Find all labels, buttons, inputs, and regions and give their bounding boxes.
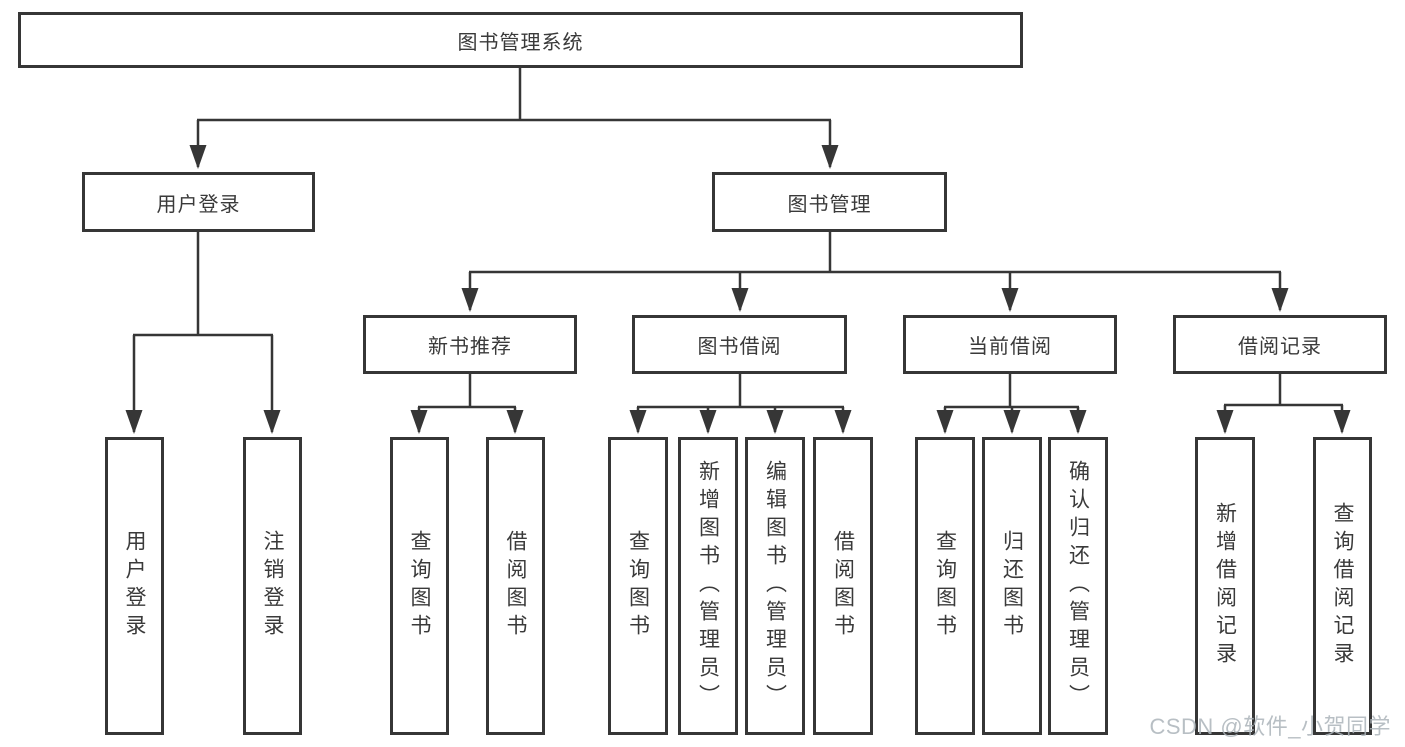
leaf-add-books-admin-label: 新增图书（管理员）	[696, 460, 720, 712]
node-current-borrow: 当前借阅	[903, 315, 1117, 374]
leaf-add-books-admin: 新增图书（管理员）	[678, 437, 738, 735]
leaf-logout-label: 注销登录	[261, 530, 284, 642]
connector-book-mgmt-to-sections	[461, 232, 1289, 312]
leaf-add-borrow-record-label: 新增借阅记录	[1213, 502, 1237, 670]
node-book-borrow-label: 图书借阅	[697, 336, 782, 358]
leaf-edit-books-admin: 编辑图书（管理员）	[745, 437, 805, 735]
leaf-logout: 注销登录	[243, 437, 302, 735]
leaf-query-books-recommend-label: 查询图书	[408, 530, 431, 642]
leaf-user-login-label: 用户登录	[123, 530, 146, 642]
connector-book-borrow-to-leaves	[629, 374, 852, 434]
node-borrow-records: 借阅记录	[1173, 315, 1387, 374]
leaf-user-login: 用户登录	[105, 437, 164, 735]
connector-current-borrow-to-leaves	[936, 374, 1087, 434]
connector-borrow-records-to-leaves	[1216, 374, 1351, 434]
leaf-return-books-label: 归还图书	[1000, 530, 1024, 642]
node-root-label: 图书管理系统	[457, 31, 584, 54]
connector-new-books-to-leaves	[410, 374, 524, 434]
leaf-query-books-current-label: 查询图书	[933, 530, 957, 642]
leaf-borrow-books-label: 借阅图书	[831, 530, 855, 642]
leaf-return-books: 归还图书	[982, 437, 1042, 735]
node-new-book-recommend-label: 新书推荐	[428, 336, 512, 358]
leaf-query-borrow-record: 查询借阅记录	[1313, 437, 1372, 735]
leaf-confirm-return-admin-label: 确认归还（管理员）	[1066, 460, 1090, 712]
node-user-login-label: 用户登录	[156, 193, 241, 216]
node-book-management-label: 图书管理	[787, 193, 872, 216]
connector-root-to-branches	[189, 68, 839, 169]
leaf-query-books-current: 查询图书	[915, 437, 975, 735]
leaf-edit-books-admin-label: 编辑图书（管理员）	[763, 460, 787, 712]
leaf-borrow-books-recommend-label: 借阅图书	[504, 530, 527, 642]
leaf-query-books-borrow: 查询图书	[608, 437, 668, 735]
leaf-borrow-books-recommend: 借阅图书	[486, 437, 545, 735]
node-borrow-records-label: 借阅记录	[1238, 336, 1322, 358]
node-user-login: 用户登录	[82, 172, 315, 232]
node-current-borrow-label: 当前借阅	[968, 336, 1052, 358]
leaf-confirm-return-admin: 确认归还（管理员）	[1048, 437, 1108, 735]
node-new-book-recommend: 新书推荐	[363, 315, 577, 374]
leaf-borrow-books: 借阅图书	[813, 437, 873, 735]
leaf-add-borrow-record: 新增借阅记录	[1195, 437, 1255, 735]
leaf-query-books-borrow-label: 查询图书	[626, 530, 650, 642]
connector-user-login-to-leaves	[125, 232, 281, 434]
node-book-management: 图书管理	[712, 172, 947, 232]
node-book-borrow: 图书借阅	[632, 315, 847, 374]
leaf-query-books-recommend: 查询图书	[390, 437, 449, 735]
leaf-query-borrow-record-label: 查询借阅记录	[1331, 502, 1354, 670]
csdn-watermark: CSDN @软件_小贺同学	[1149, 714, 1391, 739]
node-root-system: 图书管理系统	[18, 12, 1023, 68]
